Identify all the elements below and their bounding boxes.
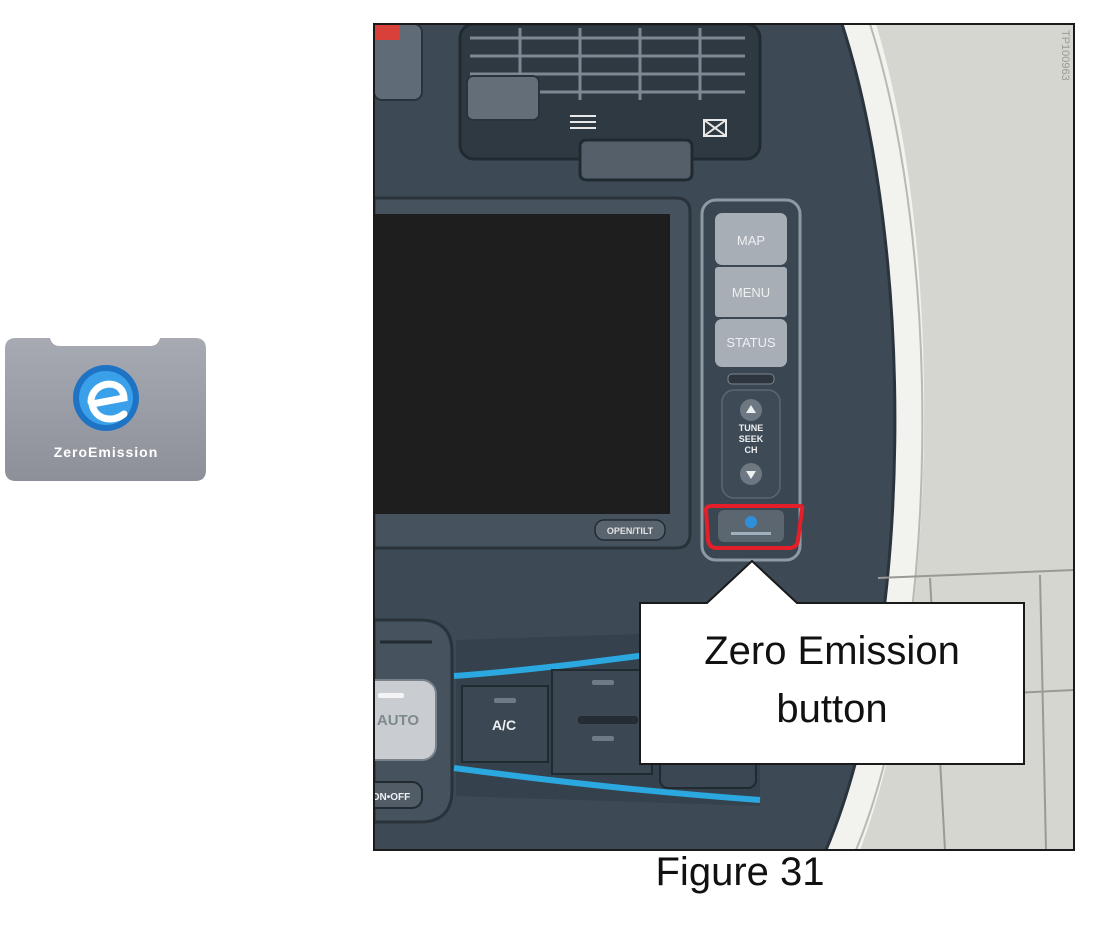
- fan-control[interactable]: [551, 669, 653, 775]
- figure-caption: Figure 31: [655, 850, 825, 894]
- zero-emission-button[interactable]: [718, 510, 784, 542]
- svg-text:OPEN/TILT: OPEN/TILT: [607, 526, 654, 536]
- callout-line-2: button: [776, 687, 887, 731]
- callout-line-1: Zero Emission: [704, 629, 960, 673]
- svg-text:STATUS: STATUS: [726, 335, 776, 350]
- svg-text:A/C: A/C: [492, 717, 516, 733]
- svg-text:TUNE: TUNE: [739, 423, 764, 433]
- zero-emission-highlight: [703, 504, 805, 550]
- navigation-screen: [374, 214, 670, 514]
- accent-strip-bottom: [453, 765, 761, 803]
- svg-text:AUTO: AUTO: [377, 712, 420, 729]
- svg-text:ON•OFF: ON•OFF: [372, 792, 411, 803]
- zero-emission-badge: ZeroEmission: [5, 338, 206, 481]
- svg-text:CH: CH: [745, 445, 758, 455]
- mail-icon: [703, 119, 727, 137]
- badge-brand-text: ZeroEmission: [54, 444, 159, 460]
- heat-icon: [570, 115, 596, 129]
- up-arrow-icon: [746, 405, 756, 413]
- status-button[interactable]: STATUS: [713, 317, 789, 369]
- down-arrow-icon: [746, 471, 756, 479]
- hazard-slot: [578, 138, 694, 182]
- figure-code: TP100963: [1059, 30, 1071, 81]
- open-tilt-button[interactable]: OPEN/TILT: [594, 519, 666, 541]
- auto-button[interactable]: AUTO: [360, 679, 437, 761]
- on-off-button[interactable]: ON•OFF: [360, 781, 423, 809]
- menu-button[interactable]: MENU: [713, 265, 789, 319]
- svg-text:MAP: MAP: [737, 233, 765, 248]
- tune-seek-ch-rocker[interactable]: TUNE SEEK CH: [721, 389, 781, 499]
- svg-text:MENU: MENU: [732, 285, 770, 300]
- map-button[interactable]: MAP: [713, 211, 789, 267]
- zero-emission-logo-icon: [73, 365, 139, 431]
- callout-box: Zero Emission button: [639, 559, 1025, 765]
- svg-text:SEEK: SEEK: [739, 434, 764, 444]
- ac-button[interactable]: A/C: [461, 685, 549, 763]
